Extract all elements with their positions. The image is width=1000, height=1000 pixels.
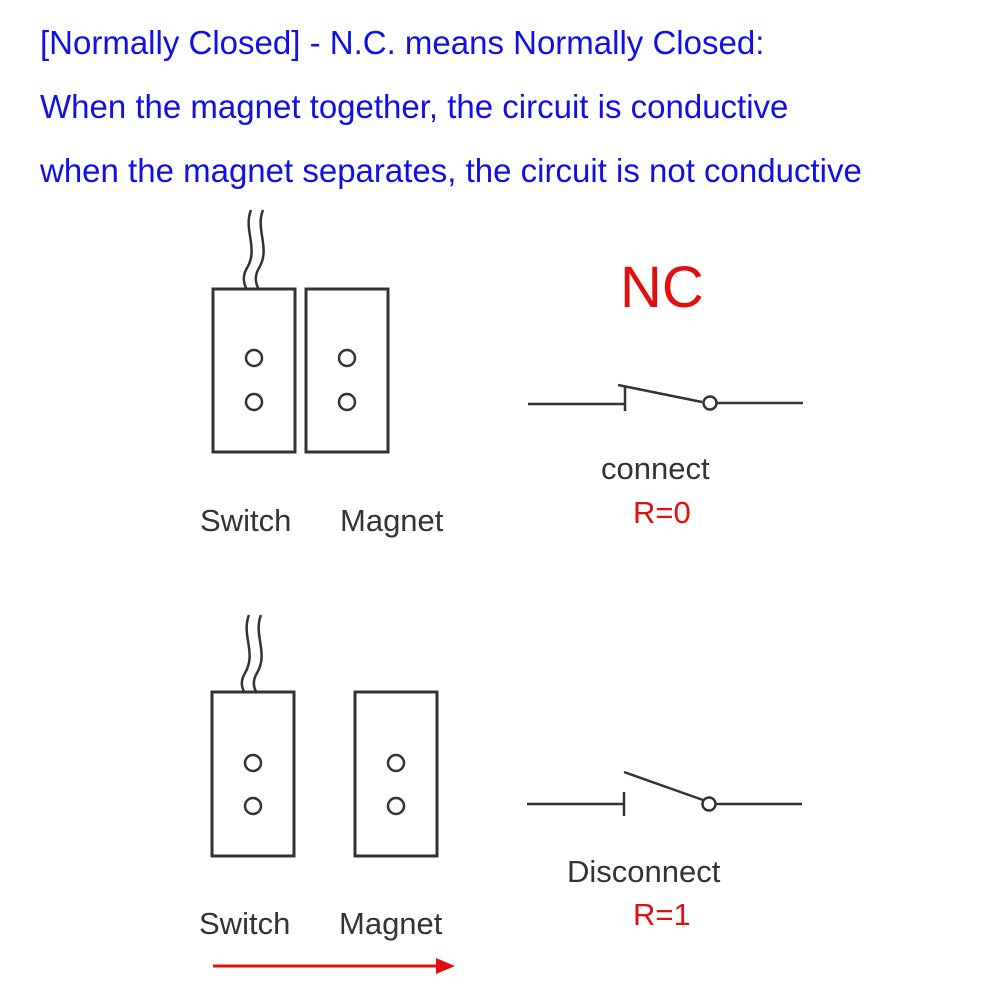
nc-title: NC xyxy=(620,255,704,320)
bottom-magnet-body xyxy=(353,690,439,858)
top-magnet-label: Magnet xyxy=(340,503,444,538)
bottom-circuit-terminal xyxy=(701,796,717,812)
top-circuit-contact-arm xyxy=(617,383,703,404)
top-circuit-terminal xyxy=(702,395,718,411)
bottom-wire-right xyxy=(252,614,263,694)
top-switch-body xyxy=(211,287,297,454)
bottom-resistance-label: R=1 xyxy=(633,897,691,932)
top-switch-hole-1 xyxy=(244,348,264,368)
top-state-label: connect xyxy=(601,451,710,486)
bottom-state-label: Disconnect xyxy=(567,854,721,889)
bottom-switch-hole-2 xyxy=(243,796,263,816)
header-line-1: [Normally Closed] - N.C. means Normally … xyxy=(40,24,765,61)
header-line-3: when the magnet separates, the circuit i… xyxy=(40,152,862,189)
top-resistance-label: R=0 xyxy=(633,495,691,530)
top-switch-label: Switch xyxy=(200,503,292,538)
bottom-magnet-hole-2 xyxy=(386,796,406,816)
move-direction-arrow xyxy=(213,958,455,974)
header-line-2: When the magnet together, the circuit is… xyxy=(40,88,789,125)
bottom-switch-hole-1 xyxy=(243,753,263,773)
bottom-magnet-hole-1 xyxy=(386,753,406,773)
top-magnet-hole-2 xyxy=(337,392,357,412)
bottom-circuit-contact-arm xyxy=(623,770,704,802)
bottom-switch-label: Switch xyxy=(199,906,291,941)
top-magnet-hole-1 xyxy=(337,348,357,368)
top-wire-left xyxy=(242,209,253,291)
top-wire-right xyxy=(254,209,265,291)
bottom-magnet-label: Magnet xyxy=(339,906,443,941)
bottom-switch-body xyxy=(210,690,296,858)
bottom-wire-left xyxy=(240,614,251,694)
top-magnet-body xyxy=(304,287,390,454)
top-switch-hole-2 xyxy=(244,392,264,412)
